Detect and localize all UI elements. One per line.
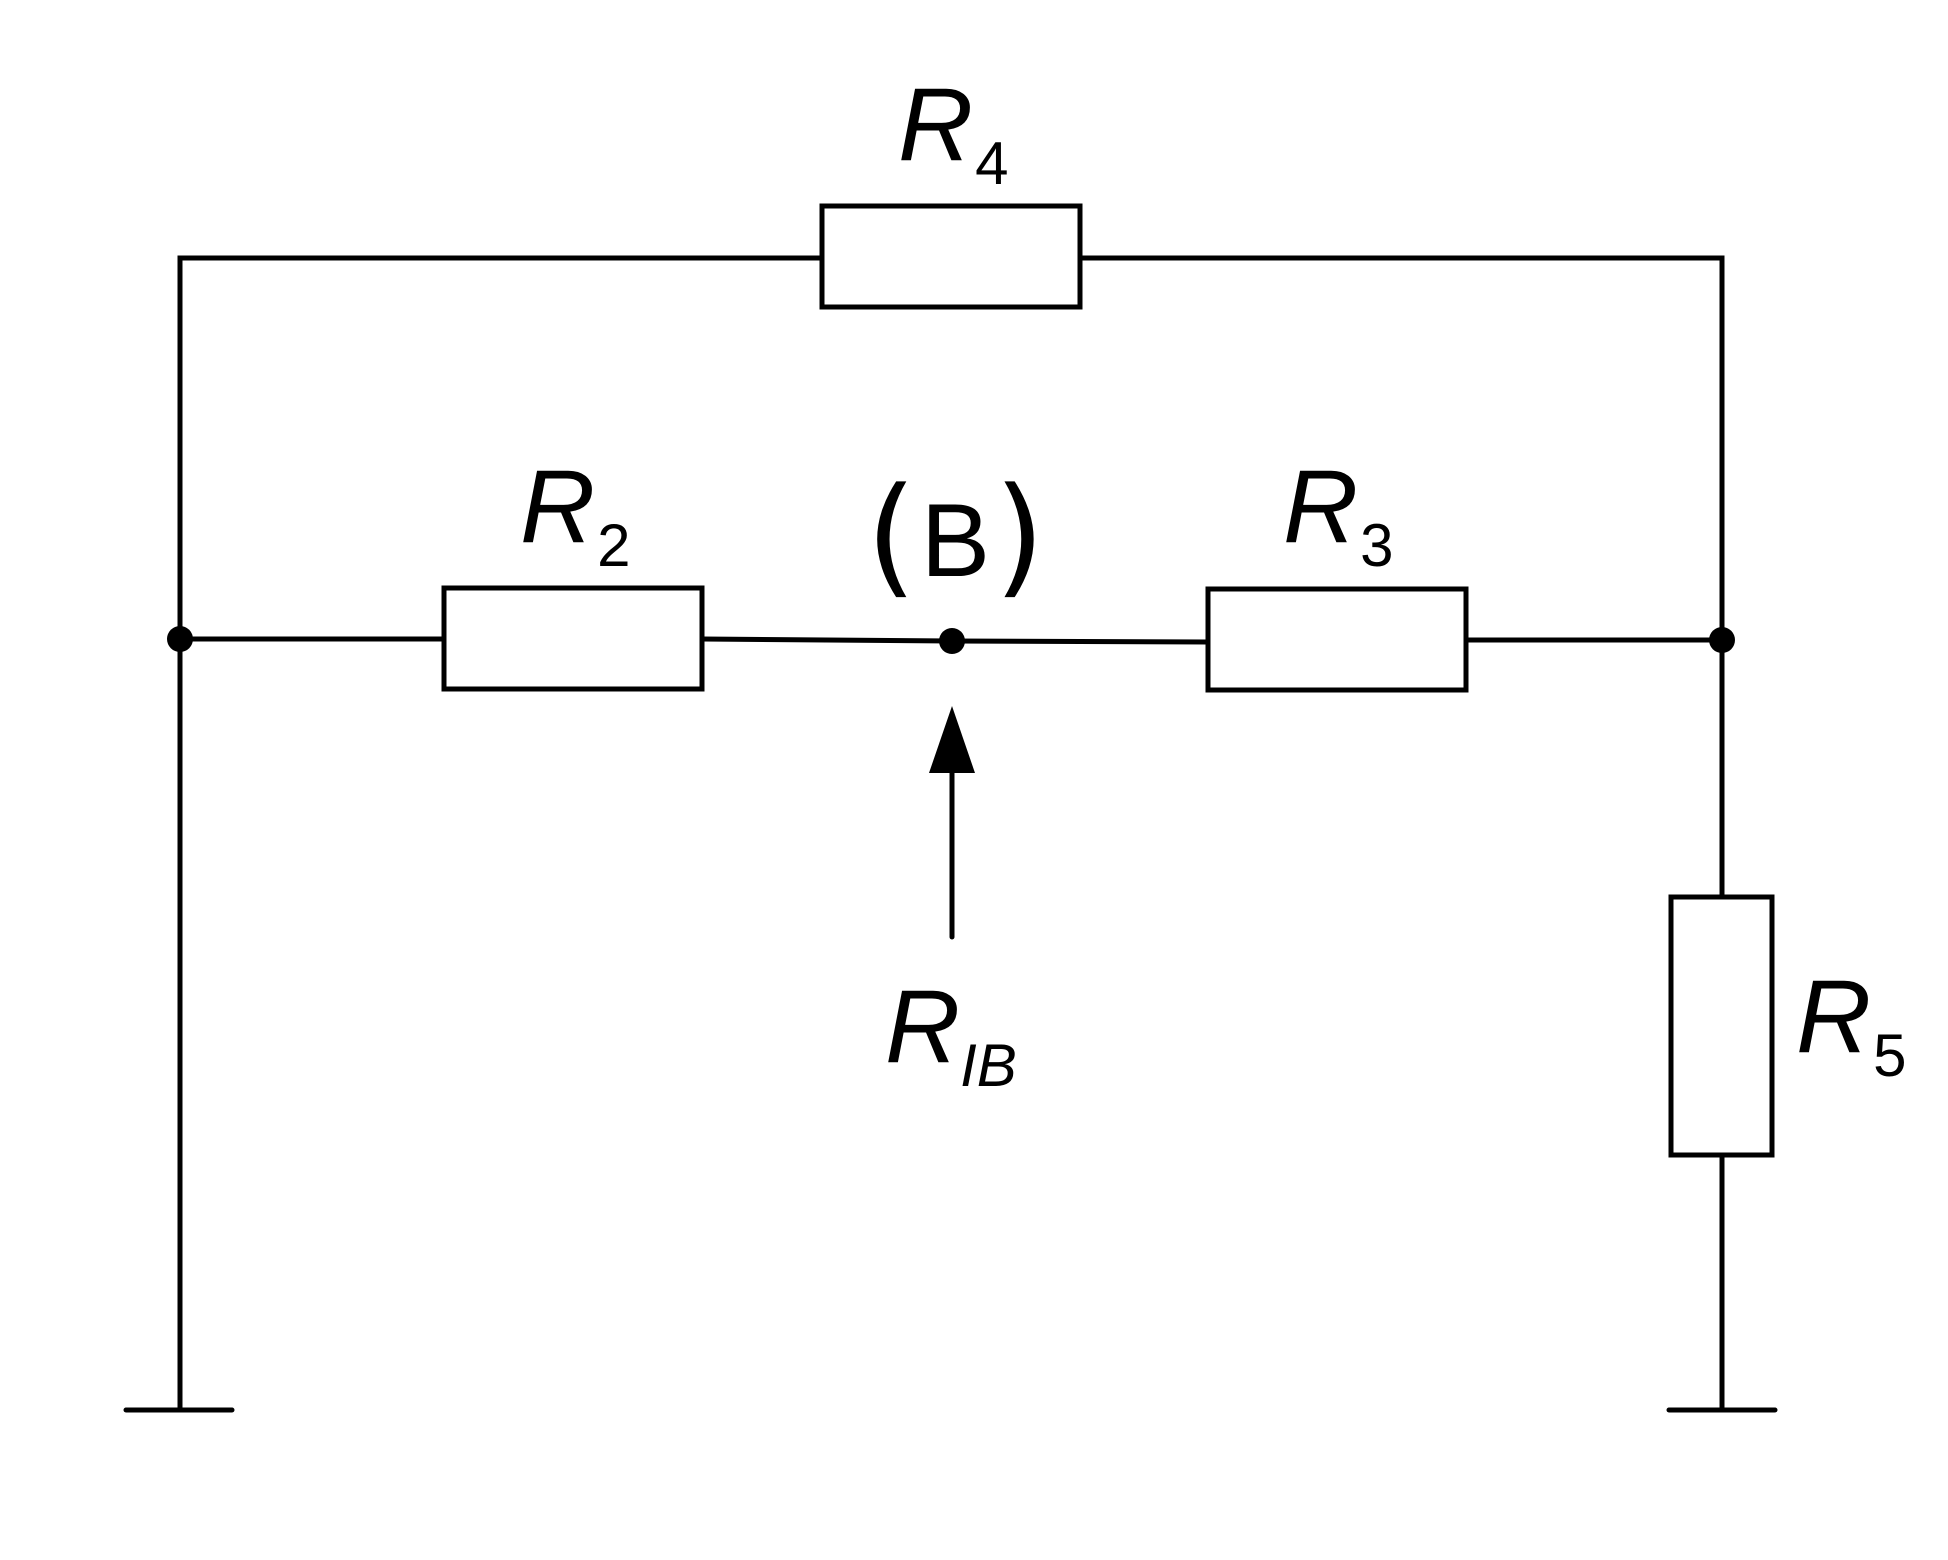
wire-top-left	[177, 255, 825, 1413]
label-r4: R4	[898, 67, 1008, 197]
junction-node-b	[939, 628, 965, 654]
label-r-ib: RIB	[885, 969, 1017, 1099]
wire-mid-center-right	[949, 638, 1211, 645]
wire-top-right	[1077, 255, 1725, 900]
junction-left	[167, 626, 193, 652]
wire-mid-center-left	[699, 636, 955, 644]
junction-right	[1709, 627, 1735, 653]
resistor-r3	[1205, 586, 1469, 693]
resistor-r5	[1668, 894, 1775, 1158]
label-r5: R5	[1796, 959, 1906, 1089]
label-r2: R2	[520, 449, 630, 579]
arrow-head	[929, 706, 975, 773]
label-node-b: (B)	[866, 459, 1045, 611]
label-r3: R3	[1283, 449, 1393, 579]
resistor-r4	[819, 203, 1083, 310]
resistor-r2	[441, 585, 705, 692]
